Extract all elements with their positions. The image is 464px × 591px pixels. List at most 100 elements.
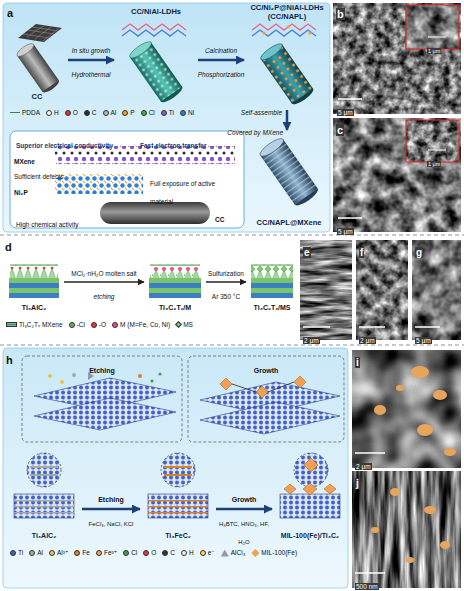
process-arrow <box>216 508 272 511</box>
legend-text: Ti <box>169 109 174 116</box>
panel-separator <box>0 345 464 346</box>
panel-separator <box>0 235 464 236</box>
legend-swatch <box>141 110 147 116</box>
legend-swatch <box>74 550 80 556</box>
legend-item: Al <box>29 549 43 556</box>
process-arrow <box>206 281 246 283</box>
scale-label: 500 nm <box>355 583 379 590</box>
stage-box: Ti₃C₂Tₓ/M <box>146 248 204 312</box>
legend-text: AlCl₃ <box>231 549 246 556</box>
scale-label: 5 μm <box>337 109 354 116</box>
sem-image <box>352 350 461 468</box>
annotation: Superior electrical conductivity <box>16 142 113 149</box>
label-holder: Sulfurization <box>207 262 245 280</box>
sem-image <box>333 3 461 114</box>
legend-text: O <box>73 109 78 116</box>
legend-item: Ti <box>161 109 174 116</box>
mechanism-inset <box>10 131 244 228</box>
annotation: CC <box>215 216 224 223</box>
panel-letter: e <box>303 247 311 258</box>
carbon-cloth <box>15 24 62 95</box>
label-holder: b <box>336 4 345 22</box>
legend-item: -Cl <box>69 321 85 328</box>
legend-item: AlCl₃ <box>221 549 246 556</box>
legend-swatch <box>251 549 259 557</box>
label-holder: Etching <box>97 488 125 506</box>
label-holder: c <box>336 120 344 138</box>
arrow-label: Sulfurization <box>207 270 245 277</box>
legend-text: MS <box>183 321 193 328</box>
annotation: Ni₂P <box>14 189 28 196</box>
stage-box: CC <box>8 22 66 102</box>
legend-text: Fe³⁺ <box>104 549 117 556</box>
mof-slab <box>280 453 340 518</box>
panel-letter: a <box>7 7 13 19</box>
legend-text: Fe <box>82 549 90 556</box>
label-holder: H₃BTC, HNO₃, HF, H₂O <box>215 512 273 549</box>
label-holder: 1 μm <box>427 39 441 57</box>
stage-box: Ti₃AlC₂ <box>8 448 80 540</box>
legend-item: Fe³⁺ <box>96 549 117 556</box>
annotation: FeCl₃, NaCl, KCl <box>89 521 134 527</box>
process-arrow <box>68 59 114 62</box>
legend-text: H <box>54 109 59 116</box>
legend-text: Ni <box>188 109 194 116</box>
legend-swatch <box>49 550 55 556</box>
label-holder: CC <box>215 208 224 226</box>
process-arrow <box>82 508 140 511</box>
legend-item: Ti <box>10 549 23 556</box>
legend-text: MIL-100(Fe) <box>261 549 297 556</box>
legend-item: H <box>181 549 194 556</box>
label-holder: 2 μm <box>359 329 376 347</box>
arrow-label: Growth <box>231 496 258 503</box>
process-arrow <box>64 281 144 283</box>
legend-item: M (M=Fe, Co, Ni) <box>112 321 170 328</box>
legend-text: Ti <box>18 549 23 556</box>
scale-label: 2 μm <box>359 337 376 344</box>
stage-box: CC/NiAl-LDHs <box>116 8 196 104</box>
panel-letter: j <box>355 478 360 489</box>
label-holder: a <box>7 3 13 21</box>
stage-label: Ti₃FeC₂ <box>142 532 214 540</box>
legend: TiAlAl³⁺FeFe³⁺ClOCHe⁻AlCl₃MIL-100(Fe) <box>10 549 345 557</box>
stage-box: Ti₃AlC₂ <box>6 248 62 312</box>
label-holder: 500 nm <box>355 575 379 591</box>
stage-label: Ti₃C₂Tₓ/M <box>146 304 204 312</box>
label-holder: Ar 350 °C <box>212 285 240 303</box>
panel-letter: h <box>6 354 13 366</box>
annotation: MXene <box>14 158 35 165</box>
legend-swatch <box>6 322 17 327</box>
label-holder: MCl₂·nH₂O molten salt <box>70 262 137 280</box>
legend-item: MIL-100(Fe) <box>251 549 297 557</box>
stage-box: CC/Ni₂P@NiAl-LDHs (CC/NAPL) <box>246 4 328 108</box>
arrow-label: Calcination <box>204 47 238 54</box>
label-holder: Calcination <box>204 39 238 57</box>
annotation: Sufficient defects <box>14 173 63 180</box>
label-holder: Covered by MXene <box>227 121 283 139</box>
legend-item: PDDA <box>10 109 40 116</box>
legend-text: C <box>92 109 97 116</box>
mxene-sulfide <box>251 264 293 298</box>
sem-image <box>412 240 461 340</box>
max-phase <box>9 264 59 298</box>
label-holder: h <box>6 350 13 368</box>
legend-item: Cl <box>141 109 155 116</box>
legend-swatch <box>162 550 168 556</box>
legend-item: Ni <box>180 109 194 116</box>
legend-text: -O <box>99 321 106 328</box>
legend-swatch <box>143 550 149 556</box>
label-holder: 2 μm <box>355 455 372 473</box>
mxene-fiber <box>258 136 321 209</box>
sem-image <box>300 240 352 340</box>
panel-letter: g <box>415 247 423 258</box>
label-holder: i <box>355 352 360 370</box>
legend-text: Al³⁺ <box>57 549 68 556</box>
label-holder: f <box>359 242 364 260</box>
legend-text: PDDA <box>22 109 40 116</box>
annotation: Full exposure of active material <box>150 180 215 205</box>
panel-background <box>3 348 348 588</box>
process-arrow <box>198 59 244 62</box>
napl-fiber <box>252 24 316 107</box>
max-slab <box>14 453 74 518</box>
